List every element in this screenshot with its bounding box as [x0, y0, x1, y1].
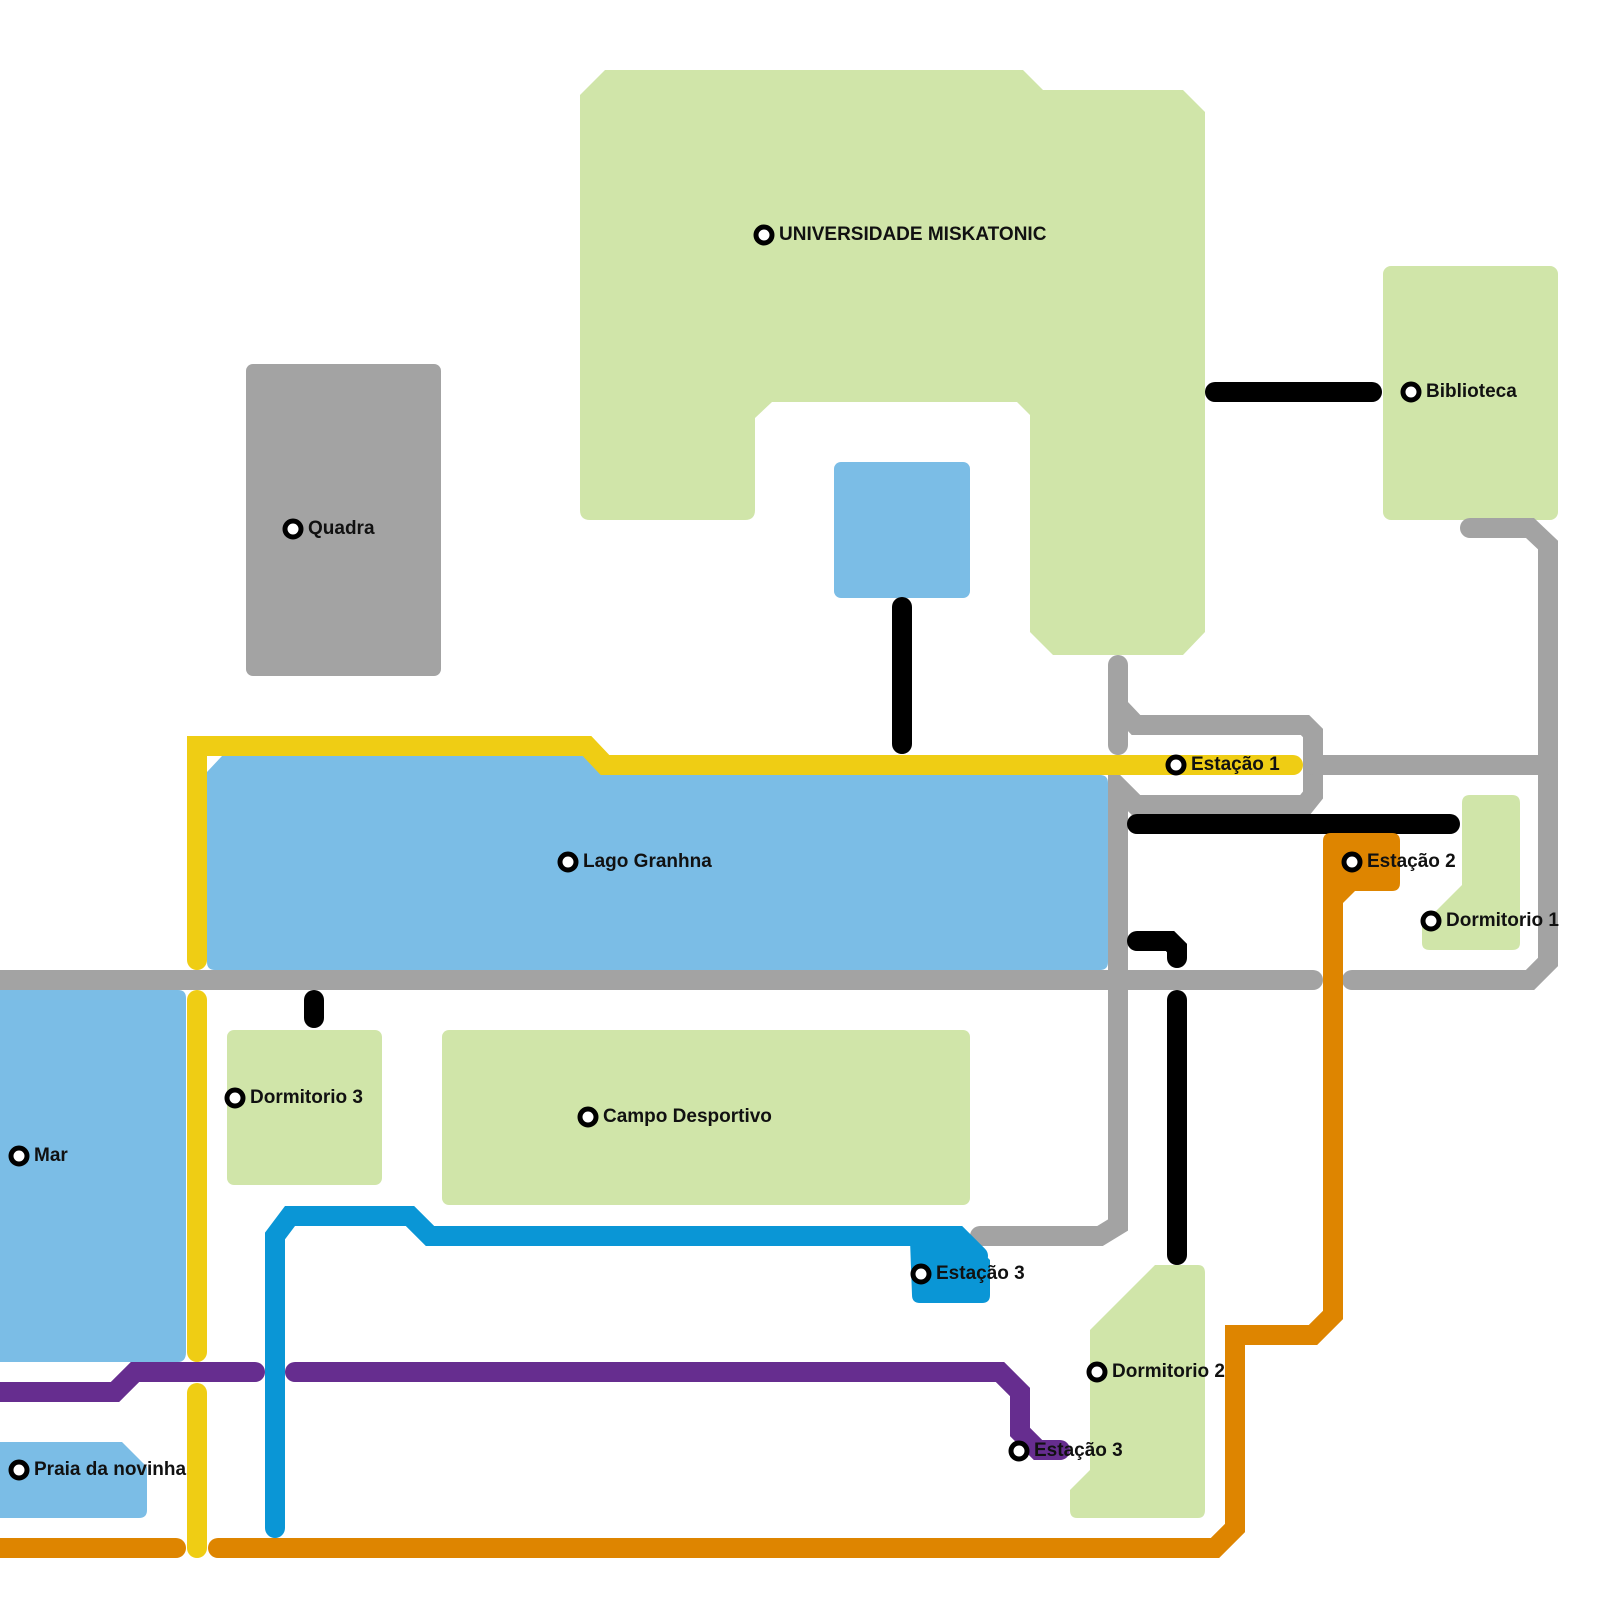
station-biblioteca[interactable]: Biblioteca — [1400, 381, 1517, 403]
stations: UNIVERSIDADE MISKATONIC Biblioteca Quadr… — [8, 224, 1559, 1481]
station-label: Dormitorio 2 — [1112, 1361, 1225, 1382]
station-marker-icon — [1086, 1361, 1108, 1383]
road-upper-loop[interactable] — [970, 655, 1323, 1246]
station-label: Estação 3 — [936, 1263, 1025, 1284]
station-estacao1[interactable]: Estação 1 — [1165, 754, 1280, 776]
station-label: Estação 1 — [1191, 754, 1280, 775]
black-link-corner[interactable] — [1127, 931, 1187, 968]
line-yellow — [187, 736, 1303, 1558]
lago-area[interactable] — [207, 756, 1108, 970]
station-marker-icon — [1341, 851, 1363, 873]
station-marker-icon — [282, 518, 304, 540]
station-label: Lago Granhna — [583, 851, 712, 872]
pond-small[interactable] — [834, 462, 970, 598]
station-label: Dormitorio 3 — [250, 1087, 363, 1108]
purple-line-segment[interactable] — [0, 1362, 265, 1402]
station-label: Quadra — [308, 518, 375, 539]
yellow-line-segment[interactable] — [187, 736, 1303, 970]
station-marker-icon — [577, 1106, 599, 1128]
station-estacao3-blue[interactable]: Estação 3 — [910, 1263, 1025, 1285]
mar-area[interactable] — [0, 990, 186, 1362]
station-label: Praia da novinha — [34, 1459, 186, 1480]
station-marker-icon — [1400, 381, 1422, 403]
station-label: Estação 3 — [1034, 1440, 1123, 1461]
line-purple — [0, 1362, 1070, 1460]
station-label: Campo Desportivo — [603, 1106, 772, 1127]
station-praia[interactable]: Praia da novinha — [8, 1459, 186, 1481]
station-estacao2[interactable]: Estação 2 — [1341, 851, 1456, 873]
roads — [0, 518, 1558, 1246]
road-east[interactable] — [1342, 518, 1558, 990]
station-dormitorio2[interactable]: Dormitorio 2 — [1086, 1361, 1225, 1383]
blue-line-segment[interactable] — [265, 1206, 988, 1538]
line-orange — [0, 833, 1400, 1558]
station-universidade[interactable]: UNIVERSIDADE MISKATONIC — [753, 224, 1047, 246]
station-marker-icon — [910, 1263, 932, 1285]
station-marker-icon — [1165, 754, 1187, 776]
estacao3-blue-platform[interactable] — [910, 1240, 990, 1303]
dormitorio2-area[interactable] — [1070, 1265, 1205, 1518]
universidade-area[interactable] — [580, 70, 1205, 655]
station-label: Estação 2 — [1367, 851, 1456, 872]
dormitorio3-area[interactable] — [227, 1030, 382, 1185]
dormitorio1-area[interactable] — [1422, 795, 1520, 950]
areas — [0, 70, 1558, 1518]
campo-area[interactable] — [442, 1030, 970, 1205]
estacao2-orange-platform[interactable] — [1323, 833, 1400, 903]
quadra-area[interactable] — [246, 364, 441, 676]
station-label: Dormitorio 1 — [1446, 910, 1559, 931]
station-label: Biblioteca — [1426, 381, 1517, 402]
station-marker-icon — [8, 1459, 30, 1481]
biblioteca-area[interactable] — [1383, 266, 1558, 520]
station-estacao3-purple[interactable]: Estação 3 — [1008, 1440, 1123, 1462]
line-black — [304, 382, 1460, 1265]
station-campo[interactable]: Campo Desportivo — [577, 1106, 772, 1128]
station-marker-icon — [8, 1145, 30, 1167]
station-dormitorio1[interactable]: Dormitorio 1 — [1420, 910, 1559, 932]
station-quadra[interactable]: Quadra — [282, 518, 375, 540]
orange-line-segment[interactable] — [208, 890, 1343, 1558]
station-marker-icon — [753, 224, 775, 246]
station-marker-icon — [224, 1087, 246, 1109]
station-mar[interactable]: Mar — [8, 1145, 68, 1167]
line-blue — [265, 1206, 990, 1538]
station-dormitorio3[interactable]: Dormitorio 3 — [224, 1087, 363, 1109]
station-marker-icon — [557, 851, 579, 873]
station-marker-icon — [1008, 1440, 1030, 1462]
station-label: UNIVERSIDADE MISKATONIC — [779, 224, 1047, 245]
station-label: Mar — [34, 1145, 68, 1166]
station-lago[interactable]: Lago Granhna — [557, 851, 712, 873]
praia-area[interactable] — [0, 1442, 147, 1518]
station-marker-icon — [1420, 910, 1442, 932]
purple-line-segment[interactable] — [285, 1362, 1070, 1460]
